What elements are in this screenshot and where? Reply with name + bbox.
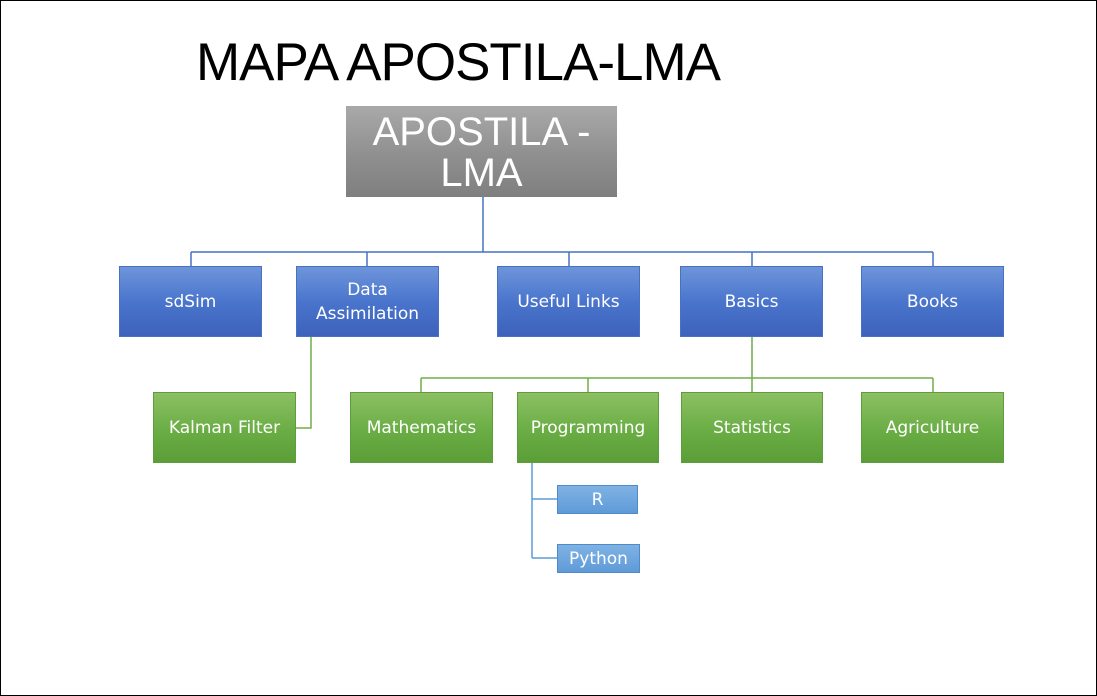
connector-to-kalman-filter [296,337,312,429]
node-useful-links: Useful Links [497,266,640,337]
diagram-title: MAPA APOSTILA-LMA [196,33,721,92]
root-connectors [190,197,934,266]
programming-connectors [531,463,557,559]
basics-connectors [420,337,934,392]
node-root-apostila-lma: APOSTILA - LMA [346,106,617,197]
assimilation-connectors [296,337,312,429]
node-statistics: Statistics [681,392,823,463]
node-kalman-filter: Kalman Filter [153,392,296,463]
node-books: Books [861,266,1004,337]
node-r: R [557,485,638,514]
node-basics: Basics [680,266,823,337]
node-data-assimilation: Data Assimilation [296,266,439,337]
node-python: Python [557,544,640,573]
node-sdsim: sdSim [119,266,262,337]
node-agriculture: Agriculture [861,392,1004,463]
node-mathematics: Mathematics [350,392,493,463]
node-programming: Programming [517,392,659,463]
